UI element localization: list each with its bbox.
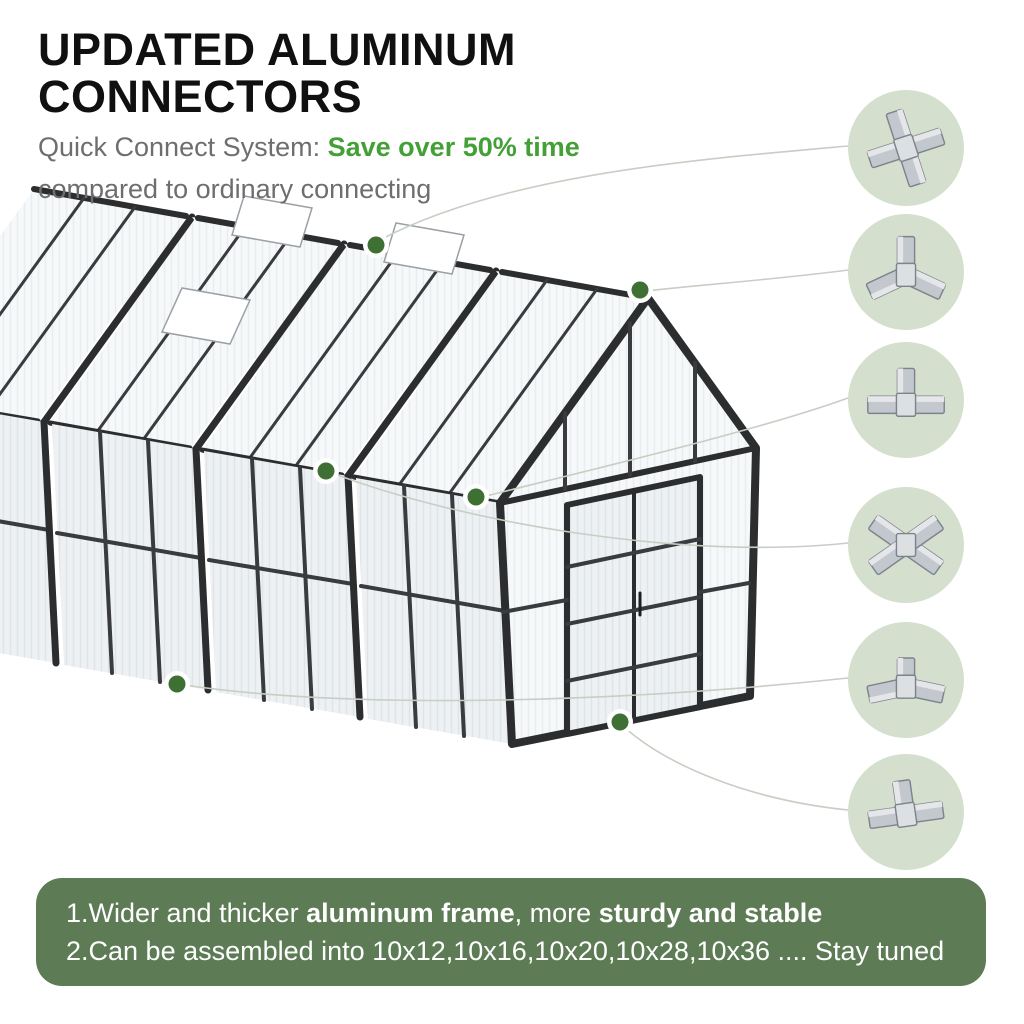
connector-corner-3way-b-icon: [863, 637, 949, 723]
banner-line1-prefix: 1.Wider and thicker: [66, 897, 307, 928]
banner-line1-bold1: aluminum frame: [306, 897, 515, 928]
subtitle-highlight: Save over 50% time: [327, 131, 580, 162]
banner-line1-mid: , more: [514, 897, 599, 928]
connector-corner-3way-icon: [863, 229, 949, 315]
subtitle-line1: Quick Connect System: Save over 50% time: [38, 131, 798, 164]
connector-badge-5: [848, 622, 964, 738]
connector-tee-3way-icon: [863, 357, 949, 443]
connector-badge-4: [848, 487, 964, 603]
header: UPDATED ALUMINUM CONNECTORS Quick Connec…: [38, 26, 798, 206]
connector-badge-2: [848, 214, 964, 330]
banner-line1-bold2: sturdy and stable: [598, 897, 823, 928]
subtitle-prefix: Quick Connect System:: [38, 131, 328, 162]
connector-badge-1: [848, 90, 964, 206]
greenhouse-modules: [0, 186, 760, 748]
connector-cross-4way-icon: [863, 105, 949, 191]
feature-banner: 1.Wider and thicker aluminum frame, more…: [36, 878, 986, 986]
page-title: UPDATED ALUMINUM CONNECTORS: [38, 24, 516, 123]
banner-line-1: 1.Wider and thicker aluminum frame, more…: [66, 898, 986, 929]
connector-badge-3: [848, 342, 964, 458]
connector-tee-vertical-icon: [863, 769, 949, 855]
subtitle-line2: compared to ordinary connecting: [38, 174, 432, 205]
banner-line-2: 2.Can be assembled into 10x12,10x16,10x2…: [66, 935, 945, 966]
connector-badge-6: [848, 754, 964, 870]
connector-cross-diagonal-icon: [863, 502, 949, 588]
